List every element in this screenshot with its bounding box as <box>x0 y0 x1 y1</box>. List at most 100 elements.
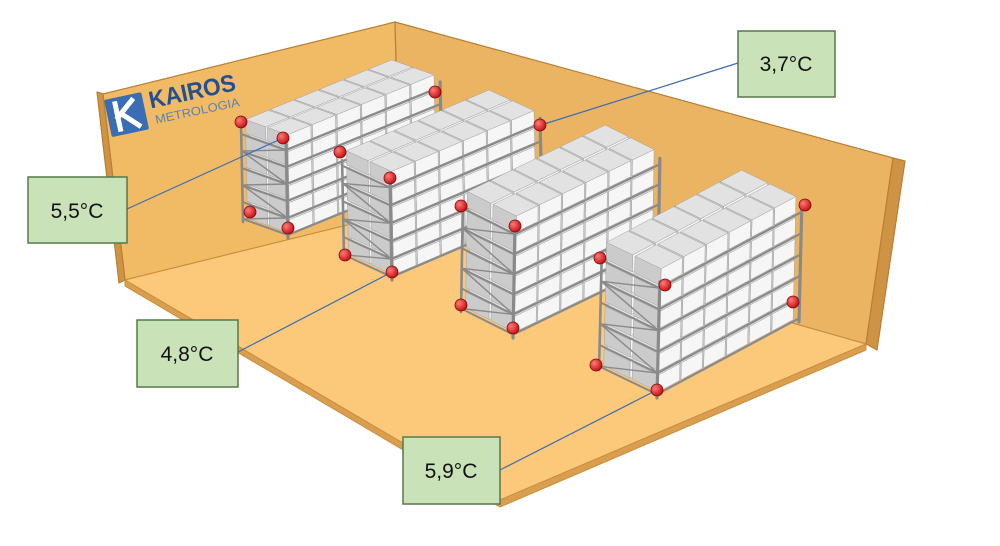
sensor-dot <box>333 145 347 159</box>
rack-post <box>388 180 394 282</box>
temperature-sensors <box>234 85 812 397</box>
box-side-face <box>605 242 633 273</box>
box-side-face <box>605 263 633 294</box>
shelf-beam <box>513 183 661 256</box>
rack-brace <box>600 280 661 289</box>
shelf-beam <box>285 85 442 152</box>
shelf-beam <box>341 164 392 189</box>
sensor-dot <box>650 383 664 397</box>
box-side-face <box>634 255 662 286</box>
rack-post <box>459 201 465 314</box>
shelf-beam <box>341 200 392 225</box>
shelf-beam <box>656 274 802 353</box>
rack-brace <box>461 227 516 235</box>
sensor-dot <box>383 171 397 185</box>
shelf-beam <box>600 280 661 311</box>
box-side-face <box>465 251 491 280</box>
sensor-dot <box>281 221 295 235</box>
shelf-beam <box>342 236 393 260</box>
shelf-beam <box>342 218 393 243</box>
kairos-monogram-icon <box>104 92 149 137</box>
callout-label: 5,5°C <box>51 200 104 223</box>
sensor-dot <box>533 118 547 132</box>
shelf-beam <box>599 322 660 353</box>
shelf-beam <box>241 218 289 236</box>
rack-brace <box>342 218 393 260</box>
shelving-racks <box>239 59 804 400</box>
shelf-beam <box>240 167 288 185</box>
rack-brace <box>598 365 659 374</box>
rack-brace <box>240 150 288 185</box>
sensor-dot <box>593 251 607 265</box>
sensor-dot <box>243 205 257 219</box>
shelf-beam <box>461 227 516 256</box>
box-side-face <box>604 305 632 337</box>
shelf-beam <box>241 184 289 202</box>
box-side-face <box>246 170 268 192</box>
sensor-dot <box>276 131 290 145</box>
rack-post <box>597 252 604 372</box>
rack-brace <box>342 218 392 225</box>
callout-box <box>402 436 501 505</box>
rack-brace <box>600 280 660 332</box>
shelf-beam <box>240 133 288 151</box>
shelf-beam <box>460 287 515 316</box>
box-side-face <box>267 161 289 183</box>
rack-post <box>239 127 245 224</box>
monogram-letter-shape <box>112 96 143 133</box>
temperature-callout: 3,7°C <box>737 30 836 98</box>
shelf-beam <box>460 307 515 336</box>
rack-brace <box>599 323 660 332</box>
box-side-face <box>346 150 369 176</box>
rack-brace <box>461 227 515 275</box>
callout-label: 3,7°C <box>760 53 813 76</box>
storage-box <box>492 193 539 233</box>
shelf-beam <box>461 207 516 236</box>
rack-brace <box>599 323 659 374</box>
sensor-dot <box>454 298 468 312</box>
shelf-beam <box>600 259 661 289</box>
box-side-face <box>268 195 290 217</box>
rack-brace <box>460 307 515 316</box>
shelf-beam <box>657 232 803 311</box>
shelf-beam <box>460 267 515 296</box>
rack-brace <box>461 267 515 275</box>
rack-brace <box>241 184 289 219</box>
sensor-dot <box>658 278 672 292</box>
sensor-dot <box>798 198 812 212</box>
callout-box <box>136 319 239 388</box>
callout-label: 4,8°C <box>161 343 214 366</box>
rack-post <box>797 204 804 324</box>
shelf-beam <box>241 201 289 219</box>
shelf-beam <box>658 210 803 290</box>
rack-post <box>511 226 517 340</box>
box-side-face <box>466 211 491 240</box>
shelf-beam <box>512 203 661 276</box>
shelf-beam <box>341 182 392 207</box>
shelf-beam <box>513 163 661 236</box>
rack-brace <box>461 267 515 316</box>
sensor-dot <box>508 219 522 233</box>
rack-brace <box>341 182 392 225</box>
shelf-beam <box>342 253 393 278</box>
callout-label: 5,9°C <box>425 460 478 483</box>
temperature-callout: 5,5°C <box>27 176 128 244</box>
storage-box <box>634 244 683 287</box>
sensor-dot <box>338 248 352 262</box>
leader-line-5-9 <box>499 389 658 471</box>
callout-box <box>27 176 128 244</box>
leader-line-5-5 <box>126 137 284 210</box>
box-side-face <box>465 291 490 320</box>
sensor-dot <box>786 295 800 309</box>
callout-box <box>737 30 836 98</box>
shelf-beam <box>285 102 442 169</box>
rack-post <box>340 159 346 260</box>
leader-line-3-7 <box>540 62 739 126</box>
box-side-face <box>245 136 267 158</box>
box-side-face <box>466 191 492 220</box>
shelf-beam <box>389 122 542 189</box>
sensor-dot <box>506 321 520 335</box>
temperature-callout: 4,8°C <box>136 319 239 388</box>
sensor-dot <box>589 358 603 372</box>
